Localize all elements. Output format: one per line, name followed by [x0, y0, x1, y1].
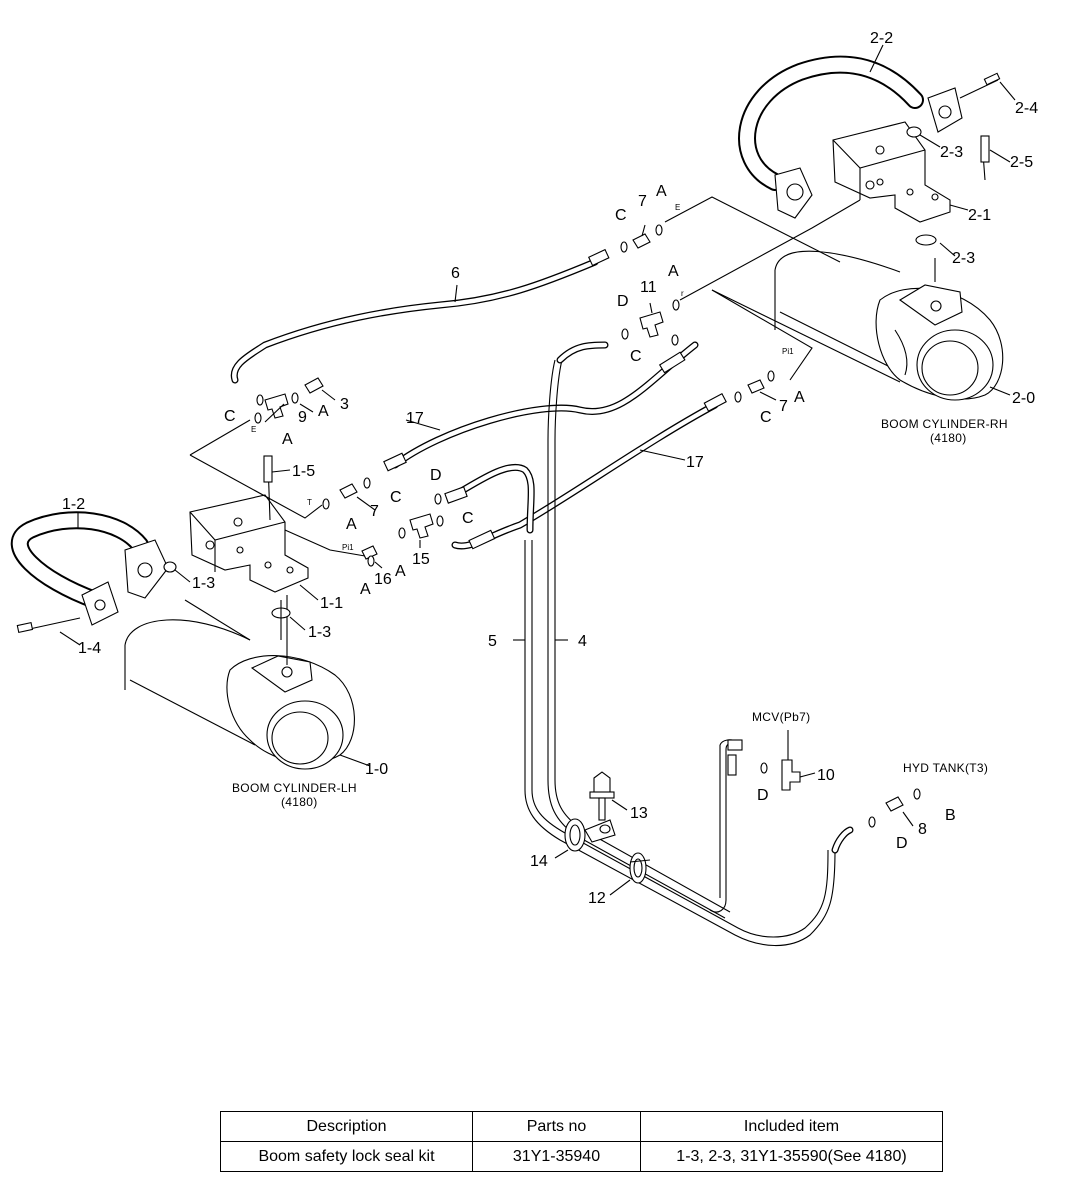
seal-a-t: A: [346, 516, 357, 533]
leader-lines: [59, 44, 1016, 896]
seal-letters: C A A D C A C C A A C A D C A A A D B D: [224, 183, 956, 852]
label-1-1: 1-1: [320, 595, 343, 612]
seal-d-11: D: [617, 293, 629, 310]
seal-d-mcv: D: [757, 787, 769, 804]
seal-a-e: A: [282, 431, 293, 448]
seal-a-right: A: [794, 389, 805, 406]
seal-a-16: A: [360, 581, 371, 598]
caption-lh-ref: (4180): [281, 795, 318, 809]
seal-a-15: A: [395, 563, 406, 580]
seal-a-top: A: [656, 183, 667, 200]
seal-a-r: A: [668, 263, 679, 280]
block-2-1: [832, 121, 951, 223]
label-1-0: 1-0: [365, 761, 388, 778]
seal-c-7: C: [390, 489, 402, 506]
label-6: 6: [451, 265, 460, 282]
port-pi1-right: Pi1: [782, 347, 794, 356]
label-11: 11: [640, 279, 657, 296]
hose-6: [230, 248, 610, 384]
cell-included-item: 1-3, 2-3, 31Y1-35590(See 4180): [640, 1141, 943, 1172]
label-9: 9: [298, 409, 307, 426]
seal-c-right: C: [760, 409, 772, 426]
label-1-3-lower: 1-3: [308, 624, 331, 641]
table-row: Boom safety lock seal kit 31Y1-35940 1-3…: [220, 1141, 943, 1172]
label-7-right: 7: [779, 398, 788, 415]
header-parts-no: Parts no: [472, 1111, 641, 1142]
label-1-3-left: 1-3: [192, 575, 215, 592]
hose-2-2: [738, 55, 1001, 219]
label-16: 16: [374, 571, 392, 588]
label-14: 14: [530, 853, 548, 870]
port-t: T: [307, 498, 312, 507]
label-8: 8: [918, 821, 927, 838]
header-description: Description: [220, 1111, 473, 1142]
table-header-row: Description Parts no Included item: [220, 1111, 943, 1142]
caption-lh-name: BOOM CYLINDER-LH: [232, 781, 357, 795]
pipe-4: [547, 341, 731, 919]
seal-c-15: C: [462, 510, 474, 527]
header-included-item: Included item: [640, 1111, 943, 1142]
label-5: 5: [488, 633, 497, 650]
seal-c-top: C: [615, 207, 627, 224]
hose-17-lower: [451, 393, 727, 550]
port-marks: E r Pi1 E T Pi1: [251, 203, 794, 552]
caption-rh-ref: (4180): [930, 431, 967, 445]
seal-d-tank: D: [896, 835, 908, 852]
seal-d-15: D: [430, 467, 442, 484]
label-2-4: 2-4: [1015, 100, 1038, 117]
label-17-lower: 17: [686, 454, 704, 471]
label-1-2: 1-2: [62, 496, 85, 513]
label-17-upper: 17: [406, 410, 424, 427]
part-labels: 2-2 2-4 2-3 2-5 2-1 2-3 2-0 1-2 1-5 1-3 …: [62, 30, 1038, 907]
boom-cylinder-rh: [711, 250, 1004, 401]
label-1-4: 1-4: [78, 640, 101, 657]
label-2-5: 2-5: [1010, 154, 1033, 171]
seal-c-left: C: [224, 408, 236, 425]
label-10: 10: [817, 767, 835, 784]
port-e-top: E: [675, 203, 680, 212]
hose-upper-d: [444, 463, 535, 534]
o-rings: [254, 224, 937, 828]
label-13: 13: [630, 805, 648, 822]
pipe-mcv: [709, 739, 743, 913]
port-pi1-left: Pi1: [342, 543, 354, 552]
label-3: 3: [340, 396, 349, 413]
caption-mcv: MCV(Pb7): [752, 710, 810, 724]
seal-c-11: C: [630, 348, 642, 365]
label-12: 12: [588, 890, 606, 907]
port-e-left: E: [251, 425, 256, 434]
clamp-12: [629, 852, 651, 884]
label-2-3-bottom: 2-3: [952, 250, 975, 267]
label-2-1: 2-1: [968, 207, 991, 224]
clamp-14: [564, 818, 616, 852]
caption-rh-name: BOOM CYLINDER-RH: [881, 417, 1008, 431]
port-r: r: [681, 289, 684, 298]
block-1-1: [189, 494, 309, 593]
cell-parts-no: 31Y1-35940: [472, 1141, 641, 1172]
seal-a-9: A: [318, 403, 329, 420]
boom-cylinder-lh: [124, 595, 355, 770]
seal-b-tank: B: [945, 807, 956, 824]
hose-1-2: [10, 455, 291, 634]
label-2-0: 2-0: [1012, 390, 1035, 407]
label-2-2: 2-2: [870, 30, 893, 47]
fittings: [264, 233, 904, 812]
label-7-left: 7: [370, 503, 379, 520]
label-7-top: 7: [638, 193, 647, 210]
label-15: 15: [412, 551, 430, 568]
bolt-13: [589, 771, 615, 821]
label-1-5: 1-5: [292, 463, 315, 480]
hose-17-upper: [383, 341, 699, 472]
label-4: 4: [578, 633, 587, 650]
pipe-5: [524, 540, 854, 947]
label-2-3-top: 2-3: [940, 144, 963, 161]
caption-tank: HYD TANK(T3): [903, 761, 988, 775]
captions: BOOM CYLINDER-RH (4180) BOOM CYLINDER-LH…: [232, 417, 1008, 809]
parts-table: Description Parts no Included item Boom …: [220, 1111, 943, 1172]
cell-description: Boom safety lock seal kit: [220, 1141, 473, 1172]
